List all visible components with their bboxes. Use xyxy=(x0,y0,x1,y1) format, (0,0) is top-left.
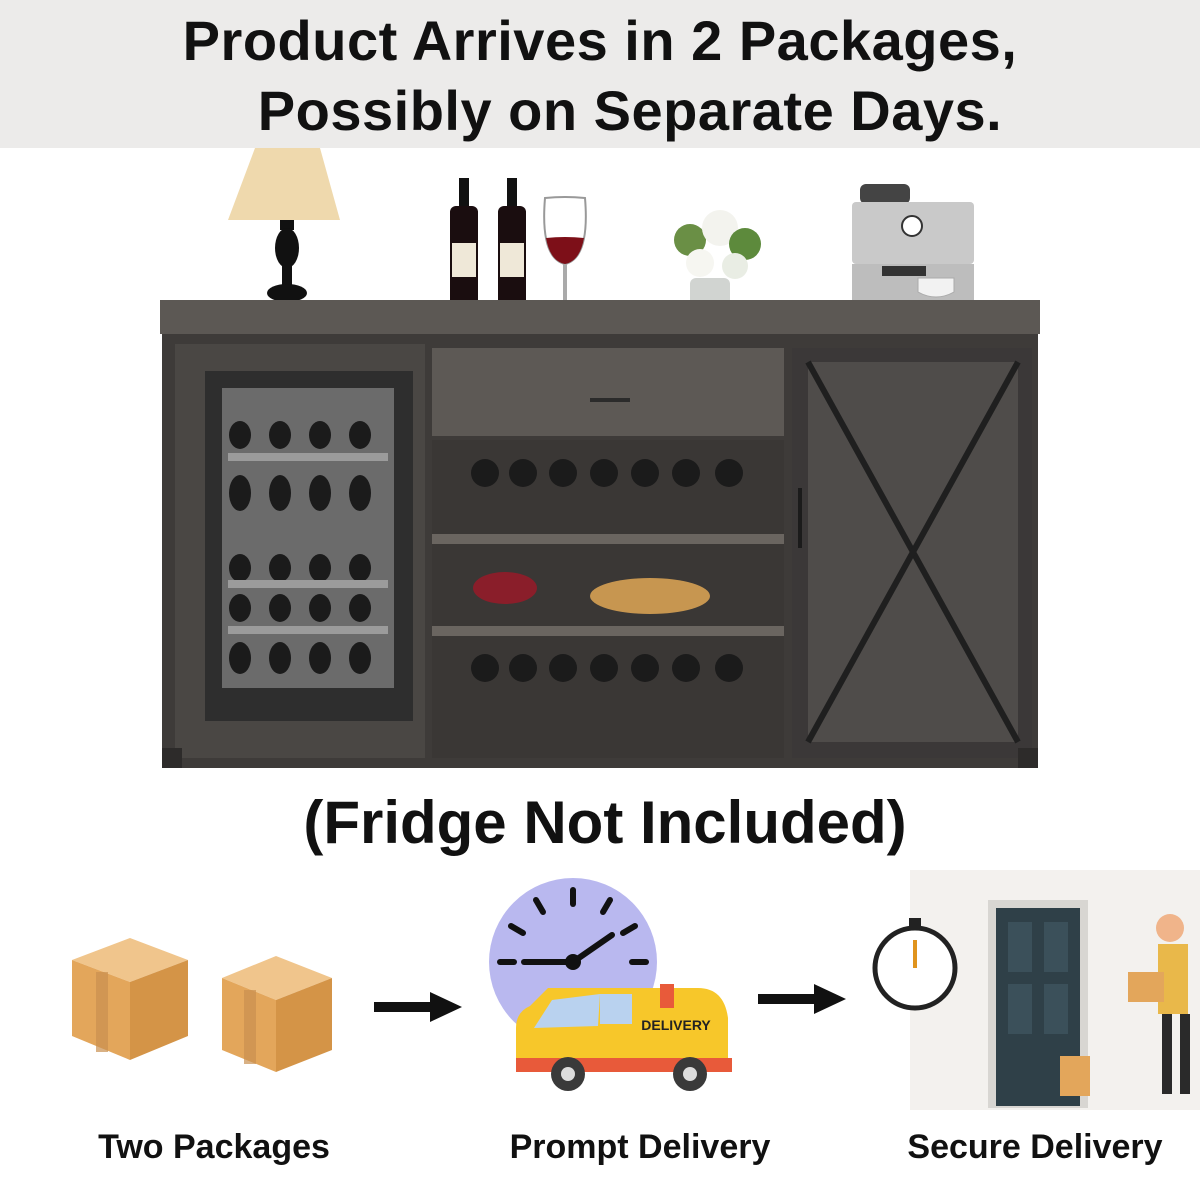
bread-basket-icon xyxy=(590,578,710,614)
cabinet-top xyxy=(160,300,1040,334)
arrow-right-icon xyxy=(758,984,846,1014)
coffee-machine-icon xyxy=(852,184,974,318)
door-courier-icon xyxy=(872,870,1200,1110)
cabinet-body xyxy=(162,334,1038,768)
flower-vase-icon xyxy=(674,210,761,310)
delivery-steps: DELIVERY Two Package xyxy=(0,860,1200,1200)
fruit-bowl-icon xyxy=(473,572,537,604)
step-label-prompt-delivery: Prompt Delivery xyxy=(509,1128,771,1166)
van-label: DELIVERY xyxy=(641,1017,711,1033)
table-lamp-icon xyxy=(228,148,340,302)
steps-graphics: DELIVERY xyxy=(72,870,1200,1110)
wine-bottles-icon xyxy=(450,178,526,312)
banner-title-line1: Product Arrives in 2 Packages, xyxy=(182,9,1018,72)
banner-title-line2: Possibly on Separate Days. xyxy=(257,79,1003,142)
product-illustration xyxy=(160,148,1040,768)
step-label-two-packages: Two Packages xyxy=(98,1128,330,1166)
wine-glass-icon xyxy=(543,196,587,312)
step-label-secure-delivery: Secure Delivery xyxy=(907,1128,1163,1166)
boxes-icon xyxy=(72,938,332,1072)
header-banner: Product Arrives in 2 Packages, Possibly … xyxy=(0,0,1200,148)
drawer-front xyxy=(432,348,784,436)
clock-van-icon: DELIVERY xyxy=(489,878,732,1091)
fridge-notice: (Fridge Not Included) xyxy=(303,789,907,856)
arrow-right-icon xyxy=(374,992,462,1022)
